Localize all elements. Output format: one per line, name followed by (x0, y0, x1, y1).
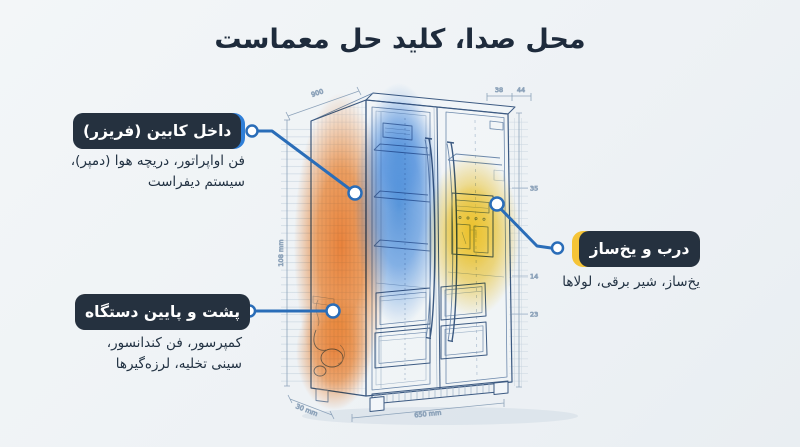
callout-freezer-desc-line1: فن اواپراتور، دریچه هوا (دمپر)، (70, 153, 245, 169)
callout-door-pill: درب و یخ‌ساز (572, 231, 700, 267)
connector-door-ring-start (550, 241, 565, 255)
highlight-compressor-zone (296, 294, 372, 410)
callout-back-pill: پشت و پایین دستگاه (75, 294, 251, 330)
dim-height-left: 108 mm (277, 239, 285, 266)
dim-width-top: 900 (310, 87, 324, 99)
dim-top-a: 38 (495, 86, 503, 94)
callout-freezer-pill: داخل کابین (فریزر) (73, 113, 245, 149)
callout-back-desc-line2: سینی تخلیه، لرزه‌گیرها (115, 356, 242, 372)
connector-back-ring-end (325, 303, 341, 319)
dim-side-a: 35 (530, 185, 538, 193)
dim-top-b: 44 (517, 86, 525, 94)
callout-door-label: درب و یخ‌ساز (579, 231, 700, 267)
callout-back-label: پشت و پایین دستگاه (75, 294, 251, 330)
dim-width-front: 650 mm (414, 409, 442, 420)
connector-door (495, 203, 553, 250)
connector-door-ring-end (489, 196, 505, 212)
callout-freezer-desc: فن اواپراتور، دریچه هوا (دمپر)، سیستم دی… (71, 151, 245, 193)
callout-back-desc: کمپرسور، فن کندانسور، سینی تخلیه، لرزه‌گ… (107, 333, 242, 375)
callout-door-desc: یخ‌ساز، شیر برقی، لولاها (562, 272, 700, 293)
callout-door-desc-line1: یخ‌ساز، شیر برقی، لولاها (562, 274, 700, 290)
connector-freezer (256, 129, 357, 195)
callout-freezer-label: داخل کابین (فریزر) (73, 113, 242, 149)
connector-freezer-ring-start (245, 124, 259, 138)
highlight-zones (294, 83, 520, 410)
dim-side-b: 14 (530, 273, 538, 281)
highlight-dispenser-core (443, 184, 499, 272)
highlight-freezer-core (365, 97, 433, 213)
connector-freezer-ring-end (347, 185, 363, 201)
page-title: محل صدا، کلید حل معماست (214, 24, 586, 55)
callout-freezer-desc-line2: سیستم دیفراست (147, 174, 245, 190)
callout-back-desc-line1: کمپرسور، فن کندانسور، (106, 335, 242, 351)
dim-side-c: 23 (530, 311, 538, 319)
